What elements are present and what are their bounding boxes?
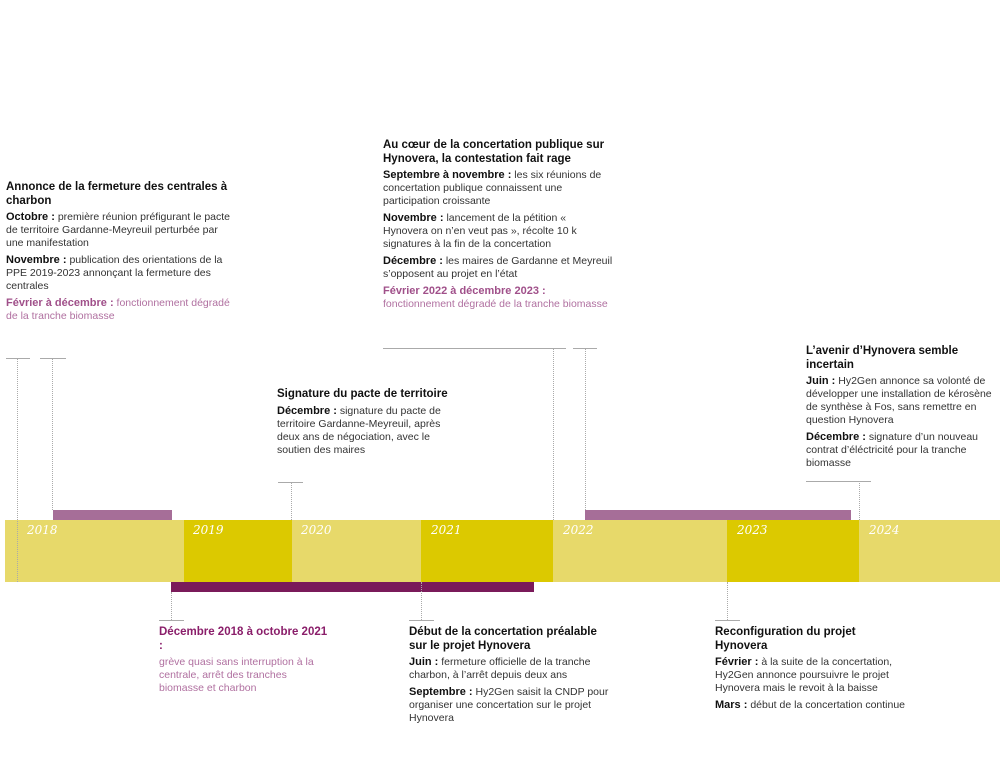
strike-bar [171,582,534,592]
entry-date-label: Février : [715,656,759,668]
event-entry: Juin : fermeture officielle de la tranch… [409,656,614,682]
event-entry: grève quasi sans interruption à la centr… [159,656,334,695]
year-label: 2018 [27,523,58,537]
leader-line [553,348,554,520]
entry-text: les six réunions de concertation publiqu… [383,169,602,207]
year-label: 2020 [301,523,332,537]
year-label: 2019 [193,523,224,537]
leader-line [727,582,728,620]
entry-text: à la suite de la concertation, Hy2Gen an… [715,656,893,694]
event-title: Annonce de la fermeture des centrales à … [6,181,228,207]
year-band-2024 [859,520,1000,582]
event-title: Début de la concertation préalable sur l… [409,626,597,652]
event-title: L’avenir d’Hynovera semble incertain [806,345,959,371]
entry-date-label: Décembre : [806,431,866,443]
event-entry: Décembre : les maires de Gardanne et Mey… [383,255,613,281]
event-entry: Juin : Hy2Gen annonce sa volonté de déve… [806,375,1000,427]
entry-text: fonctionnement dégradé de la tranche bio… [6,297,230,322]
entry-date-label: Septembre : [409,686,473,698]
entry-date-label: Février 2022 à décembre 2023 : [383,285,546,297]
leader-line [585,348,586,510]
year-label: 2024 [869,523,900,537]
event-entry: Mars : début de la concertation continue [715,699,910,712]
leader-line [421,582,422,620]
entry-text: Hy2Gen annonce sa volonté de développer … [806,375,992,426]
entry-text: Hy2Gen saisit la CNDP pour organiser une… [409,686,609,724]
event-entry: Novembre : publication des orientations … [6,254,231,293]
event-debut-concertation: Début de la concertation préalable sur l… [409,626,614,729]
entry-date-label: Juin : [409,656,439,668]
entry-text: publication des orientations de la PPE 2… [6,254,223,292]
biomass-degraded-bar-2022-2023 [585,510,851,520]
leader-line [278,482,303,483]
event-entry: Novembre : lancement de la pétition « Hy… [383,212,613,251]
entry-date-label: Octobre : [6,211,55,223]
event-entry: Décembre : signature d’un nouveau contra… [806,431,1000,470]
year-band-2022 [553,520,727,582]
leader-line [859,481,860,520]
entry-date-label: Février à décembre : [6,297,114,309]
event-entry: Février : à la suite de la concertation,… [715,656,910,695]
leader-line [291,482,292,520]
leader-line [6,358,30,359]
entry-date-label: Décembre : [277,404,337,417]
year-label: 2022 [563,523,594,537]
leader-line [806,481,871,482]
event-title: Au cœur de la concertation publique sur … [383,139,605,165]
entry-text: signature d’un nouveau contrat d’éléctri… [806,431,979,469]
entry-date-label: Septembre à novembre : [383,169,512,181]
entry-text: grève quasi sans interruption à la centr… [159,656,314,694]
entry-text: début de la concertation continue [747,699,906,711]
entry-text: lancement de la pétition « Hynovera on n… [383,212,577,250]
leader-line [171,592,172,620]
year-band-2023 [727,520,859,582]
event-title: Signature du pacte de territoire [277,388,448,400]
leader-line [715,620,740,621]
entry-text: les maires de Gardanne et Meyreuil s’opp… [383,255,613,280]
event-title: Décembre 2018 à octobre 2021 : [159,626,328,652]
entry-text: première réunion préfigurant le pacte de… [6,211,231,249]
year-band-2021 [421,520,553,582]
year-band-2019 [184,520,292,582]
entry-text: fermeture officielle de la tranche charb… [409,656,591,681]
leader-line [52,358,53,510]
entry-date-label: Mars : [715,699,748,711]
leader-line [40,358,66,359]
event-coeur-concertation: Au cœur de la concertation publique sur … [383,139,613,315]
event-greve: Décembre 2018 à octobre 2021 : grève quas… [159,626,334,699]
entry-date-label: Novembre : [6,254,67,266]
event-entry: Septembre à novembre : les six réunions … [383,169,613,208]
year-band-2018 [5,520,184,582]
event-entry: Février à décembre : fonctionnement dégr… [6,297,231,323]
entry-date-label: Novembre : [383,212,444,224]
leader-line [409,620,434,621]
biomass-degraded-bar-2018 [53,510,172,520]
leader-line [383,348,566,349]
entry-text: fonctionnement dégradé de la tranche bio… [383,298,608,310]
leader-line [17,358,18,582]
event-entry: Décembre : signature du pacte de territo… [277,405,452,457]
entry-text: signature du pacte de territoire Gardann… [277,404,441,456]
year-label: 2021 [431,523,462,537]
event-entry: Octobre : première réunion préfigurant l… [6,211,231,250]
leader-line [159,620,184,621]
entry-date-label: Décembre : [383,255,443,267]
year-band-2020 [292,520,421,582]
event-entry: Février 2022 à décembre 2023 : fonctionn… [383,285,613,311]
year-label: 2023 [737,523,768,537]
event-entry: Septembre : Hy2Gen saisit la CNDP pour o… [409,686,614,725]
event-title: Reconfiguration du projet Hynovera [715,626,856,652]
event-annonce-fermeture: Annonce de la fermeture des centrales à … [6,181,231,327]
entry-date-label: Juin : [806,375,836,387]
